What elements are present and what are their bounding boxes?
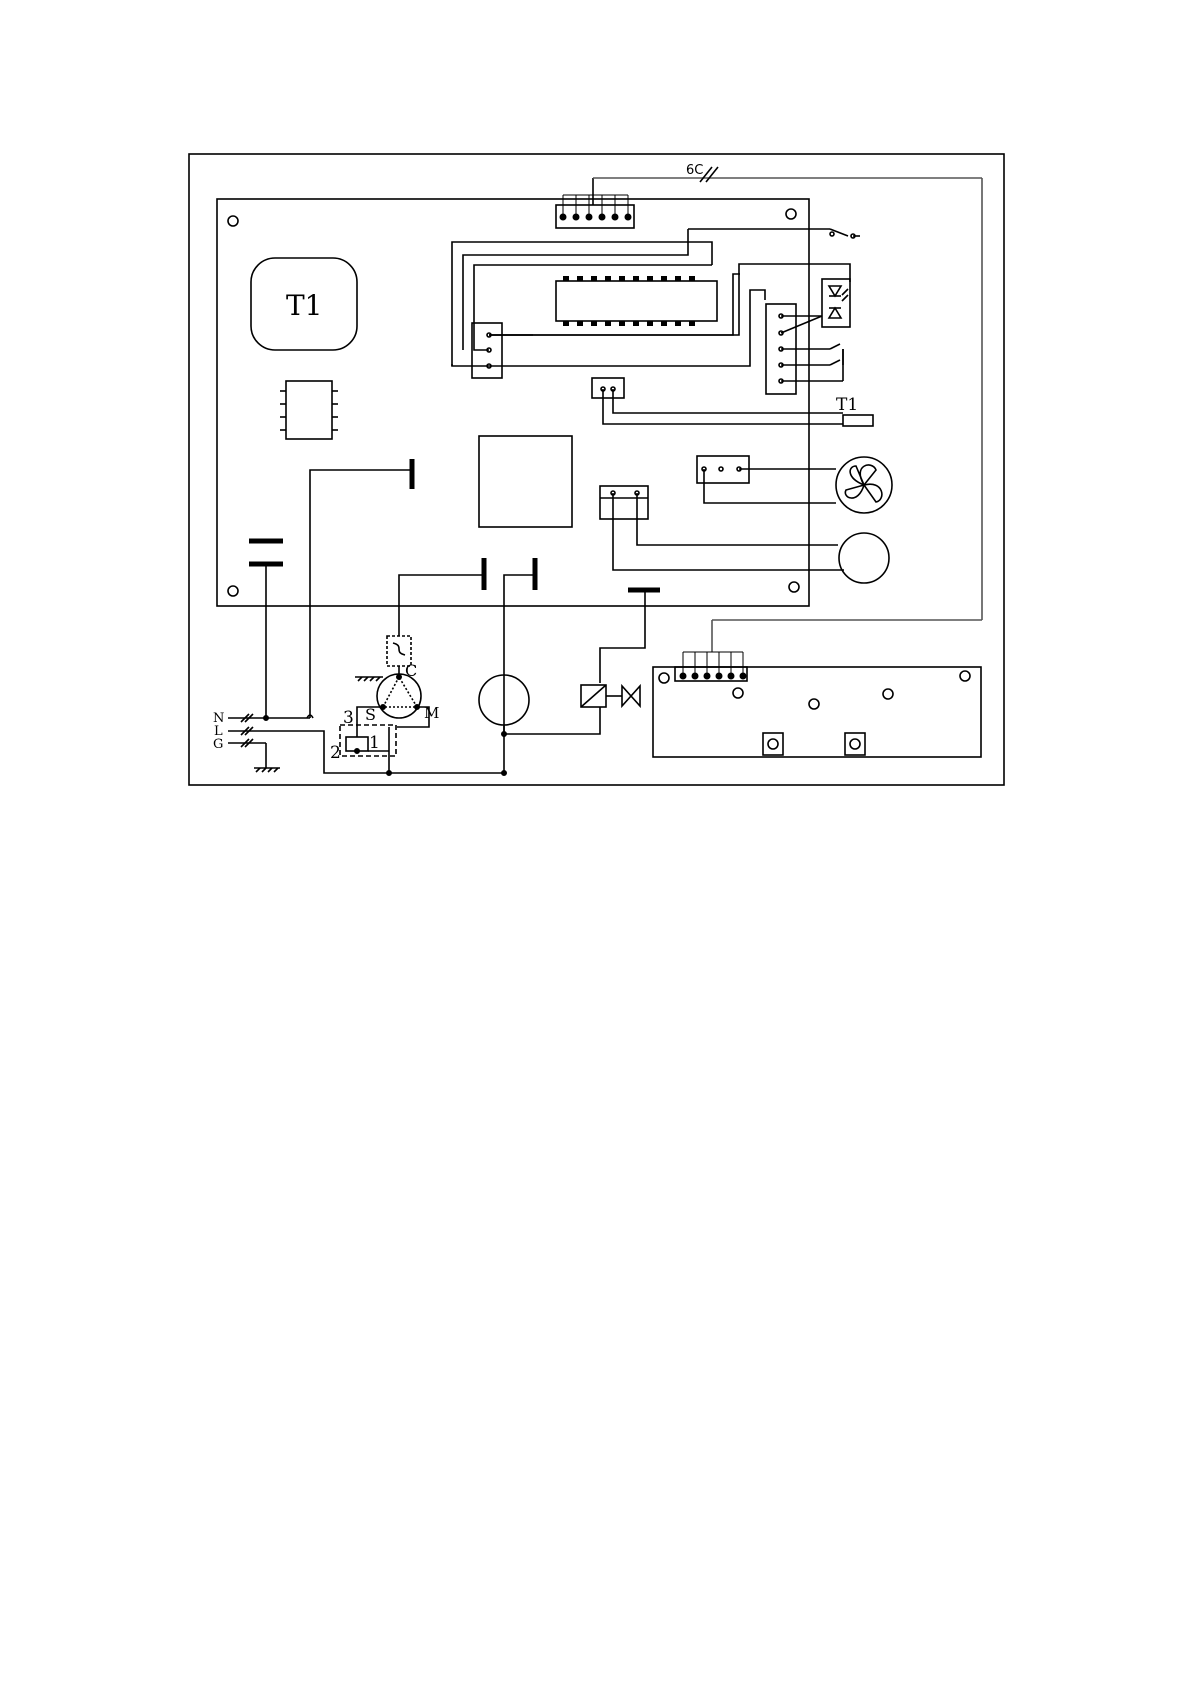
fan-icon — [836, 457, 892, 513]
transformer-label: T1 — [286, 289, 323, 322]
sensor-connector — [592, 378, 873, 426]
led-module — [822, 279, 850, 327]
three-pin-connector-left — [452, 242, 740, 378]
cable-label: 6C — [686, 163, 703, 178]
compressor-main-label: M — [424, 704, 439, 722]
display-button-1[interactable] — [763, 733, 783, 755]
capacitor-left — [249, 541, 283, 718]
motor-icon — [839, 533, 889, 583]
solenoid-valve — [504, 685, 640, 734]
display-button-2[interactable] — [845, 733, 865, 755]
terminal-g-label: G — [213, 737, 223, 752]
sensor-label: T1 — [836, 395, 858, 415]
relay-pin-1-label: 1 — [369, 733, 380, 753]
door-switch — [688, 229, 860, 265]
display-board — [653, 667, 981, 757]
relay-pin-2-label: 2 — [330, 743, 341, 763]
compressor-common-label: C — [405, 661, 417, 680]
six-pin-header-top — [556, 167, 982, 652]
temperature-sensor — [843, 415, 873, 426]
relay-pin-3-label: 3 — [343, 708, 354, 728]
motor-connector — [600, 486, 844, 570]
fan-connector — [697, 456, 836, 503]
dip8-chip — [280, 381, 338, 439]
microcontroller-pins — [563, 276, 695, 326]
main-controller-ic — [479, 436, 572, 527]
compressor-start-label: S — [365, 705, 376, 724]
microcontroller-chip — [556, 281, 717, 321]
